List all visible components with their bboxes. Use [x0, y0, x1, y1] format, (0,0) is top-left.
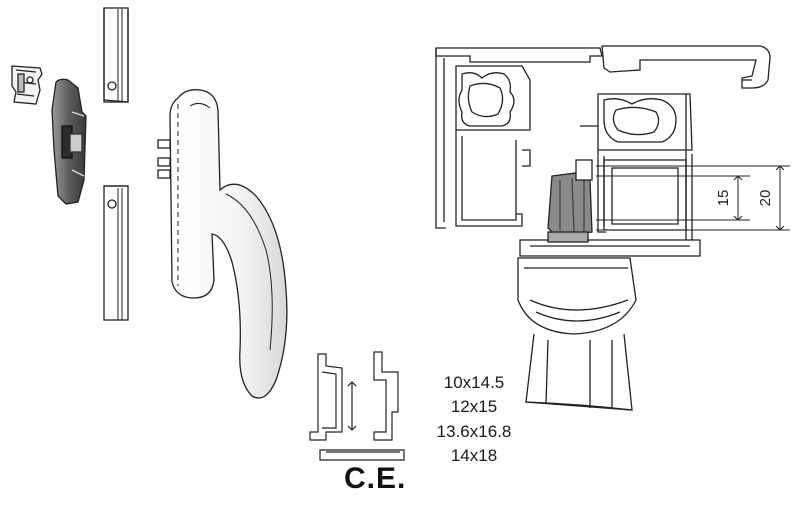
spring-clip-part — [11, 65, 43, 105]
profile-size-item: 14x18 — [450, 445, 498, 465]
dimension-outer-label: 20 — [757, 190, 774, 207]
profile-cross-section — [435, 45, 790, 411]
profile-label: C.E. — [344, 462, 407, 495]
profile-size-item: 12x15 — [450, 397, 498, 417]
dimension-inner-label: 15 — [715, 190, 732, 207]
espagnolette-bar-bottom — [103, 185, 129, 321]
exploded-handle-assembly — [11, 7, 288, 399]
dimension-lines — [596, 165, 790, 231]
profile-size-list: 10x14.5 12x15 13.6x16.8 14x18 — [418, 371, 530, 468]
ce-profile-detail — [309, 351, 405, 461]
profile-size-item: 10x14.5 — [443, 373, 505, 392]
espagnolette-bar-top — [103, 7, 129, 103]
lock-mechanism-part — [51, 78, 87, 205]
gear-block — [547, 159, 593, 243]
handle-base — [517, 257, 637, 411]
window-handle — [157, 89, 288, 399]
profile-size-item: 13.6x16.8 — [436, 421, 512, 441]
